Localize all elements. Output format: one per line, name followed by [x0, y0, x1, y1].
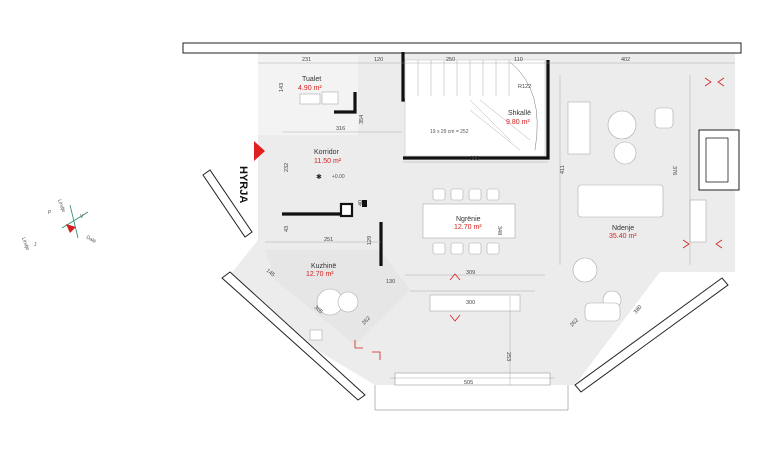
dim-262a: 262	[361, 316, 372, 327]
dim-376: 376	[671, 166, 677, 175]
stair-note: 19 x 29 cm = 252	[430, 129, 469, 135]
dim-40: 40	[358, 200, 364, 206]
small-column	[362, 200, 367, 207]
dim-380b: 380	[633, 304, 644, 315]
entrance-label: HYRJA	[237, 166, 249, 203]
room-area-korridor: 11.50 m²	[314, 158, 342, 165]
room-area-shkalle: 9.80 m²	[506, 119, 530, 126]
dim-348: 348	[496, 226, 502, 235]
dining-set	[422, 188, 516, 255]
bay-bench	[394, 372, 551, 386]
toilet-fixture	[299, 93, 321, 105]
room-name-korridor: Korridor	[314, 149, 340, 156]
dim-380: 380	[470, 156, 479, 162]
dim-145: 145	[265, 268, 276, 279]
staircase	[404, 59, 546, 157]
room-name-ngrenie: Ngrënie	[456, 216, 481, 223]
living-furniture	[429, 101, 707, 322]
compass-arrow-icon	[66, 224, 76, 233]
dim-253: 253	[505, 352, 511, 361]
level-label: +0.00	[332, 174, 345, 180]
dim-309: 309	[466, 270, 475, 276]
room-area-ndenje: 35.40 m²	[609, 233, 637, 240]
dim-top-250: 250	[446, 57, 455, 63]
dim-411: 411	[560, 165, 566, 174]
room-area-tualet: 4.90 m²	[298, 85, 322, 92]
left-entry-wall	[202, 169, 253, 238]
dim-top-402: 402	[621, 57, 630, 63]
dim-305: 305	[313, 305, 324, 316]
dim-top-120: 120	[374, 57, 383, 63]
room-area-ngrenie: 12.70 m²	[454, 224, 482, 231]
compass-east: Dalë	[85, 235, 97, 245]
corner-markers	[354, 77, 725, 360]
compass-south: Lindje	[20, 237, 30, 252]
compass-north: Lindje	[56, 199, 66, 214]
compass-j: J	[34, 242, 37, 248]
dim-262b: 262	[569, 318, 580, 329]
top-wall	[182, 42, 742, 54]
washbasin	[321, 91, 339, 105]
toilet-wall	[334, 92, 357, 114]
compass-v: V	[80, 214, 84, 220]
dim-232: 232	[284, 163, 290, 172]
column	[339, 202, 354, 218]
dim-130: 130	[386, 279, 395, 285]
dim-300: 300	[466, 300, 475, 306]
dimension-lines	[258, 62, 735, 385]
left-lower-wall	[221, 271, 366, 401]
dim-r122: R122	[518, 84, 531, 90]
compass	[61, 204, 89, 239]
dim-top-231: 231	[302, 57, 311, 63]
stair-wall-2	[403, 60, 550, 160]
room-name-kuzhine: Kuzhinë	[311, 263, 336, 270]
right-window-inner	[705, 137, 729, 183]
room-name-shkalle: Shkallë	[508, 110, 531, 117]
room-name-ndenje: Ndenje	[612, 225, 634, 232]
kitchen-furniture	[309, 288, 359, 341]
dim-top-110: 110	[514, 57, 523, 63]
right-lower-wall	[574, 277, 729, 393]
bay-window	[374, 385, 569, 411]
room-area-kuzhine: 12.70 m²	[306, 271, 334, 278]
dim-505: 505	[464, 380, 473, 386]
compass-west: P	[48, 210, 52, 216]
entrance-arrow-icon	[254, 141, 265, 161]
room-name-tualet: Tualet	[302, 76, 321, 83]
dim-354: 354	[359, 115, 365, 124]
dim-316: 316	[336, 126, 345, 132]
dim-251: 251	[324, 237, 333, 243]
dim-43: 43	[284, 226, 290, 232]
level-icon: ✱	[316, 173, 322, 181]
dim-129: 129	[367, 236, 373, 245]
dim-143: 143	[279, 83, 285, 92]
